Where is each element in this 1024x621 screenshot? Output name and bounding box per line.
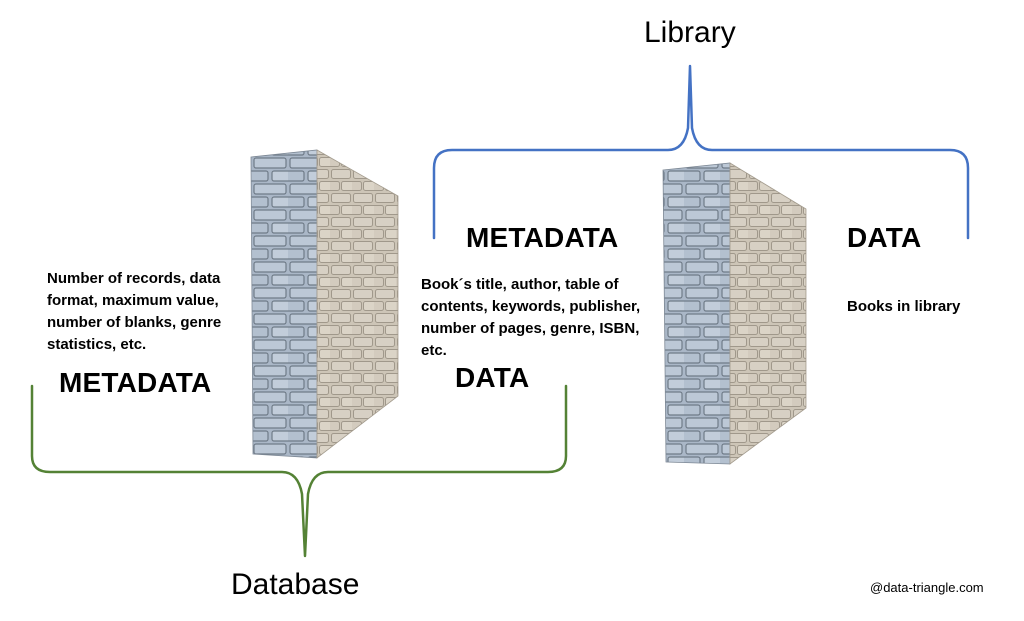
database-metadata-description: Number of records, data format, maximum …	[47, 270, 222, 353]
library-metadata-description: Book´s title, author, table of contents,…	[421, 276, 641, 359]
library-label: Library	[644, 16, 736, 49]
library-data-heading: DATA	[847, 222, 922, 253]
library-data-description: Books in library	[847, 298, 961, 315]
library-separator-wall	[662, 162, 807, 465]
library-bracket	[432, 64, 970, 240]
database-data-heading: DATA	[455, 362, 530, 393]
database-label: Database	[231, 568, 360, 601]
database-bracket	[30, 384, 568, 558]
library-metadata-heading: METADATA	[466, 222, 619, 253]
database-metadata-heading: METADATA	[59, 367, 212, 398]
credit-text: @data-triangle.com	[870, 580, 984, 595]
database-separator-wall	[250, 149, 399, 459]
